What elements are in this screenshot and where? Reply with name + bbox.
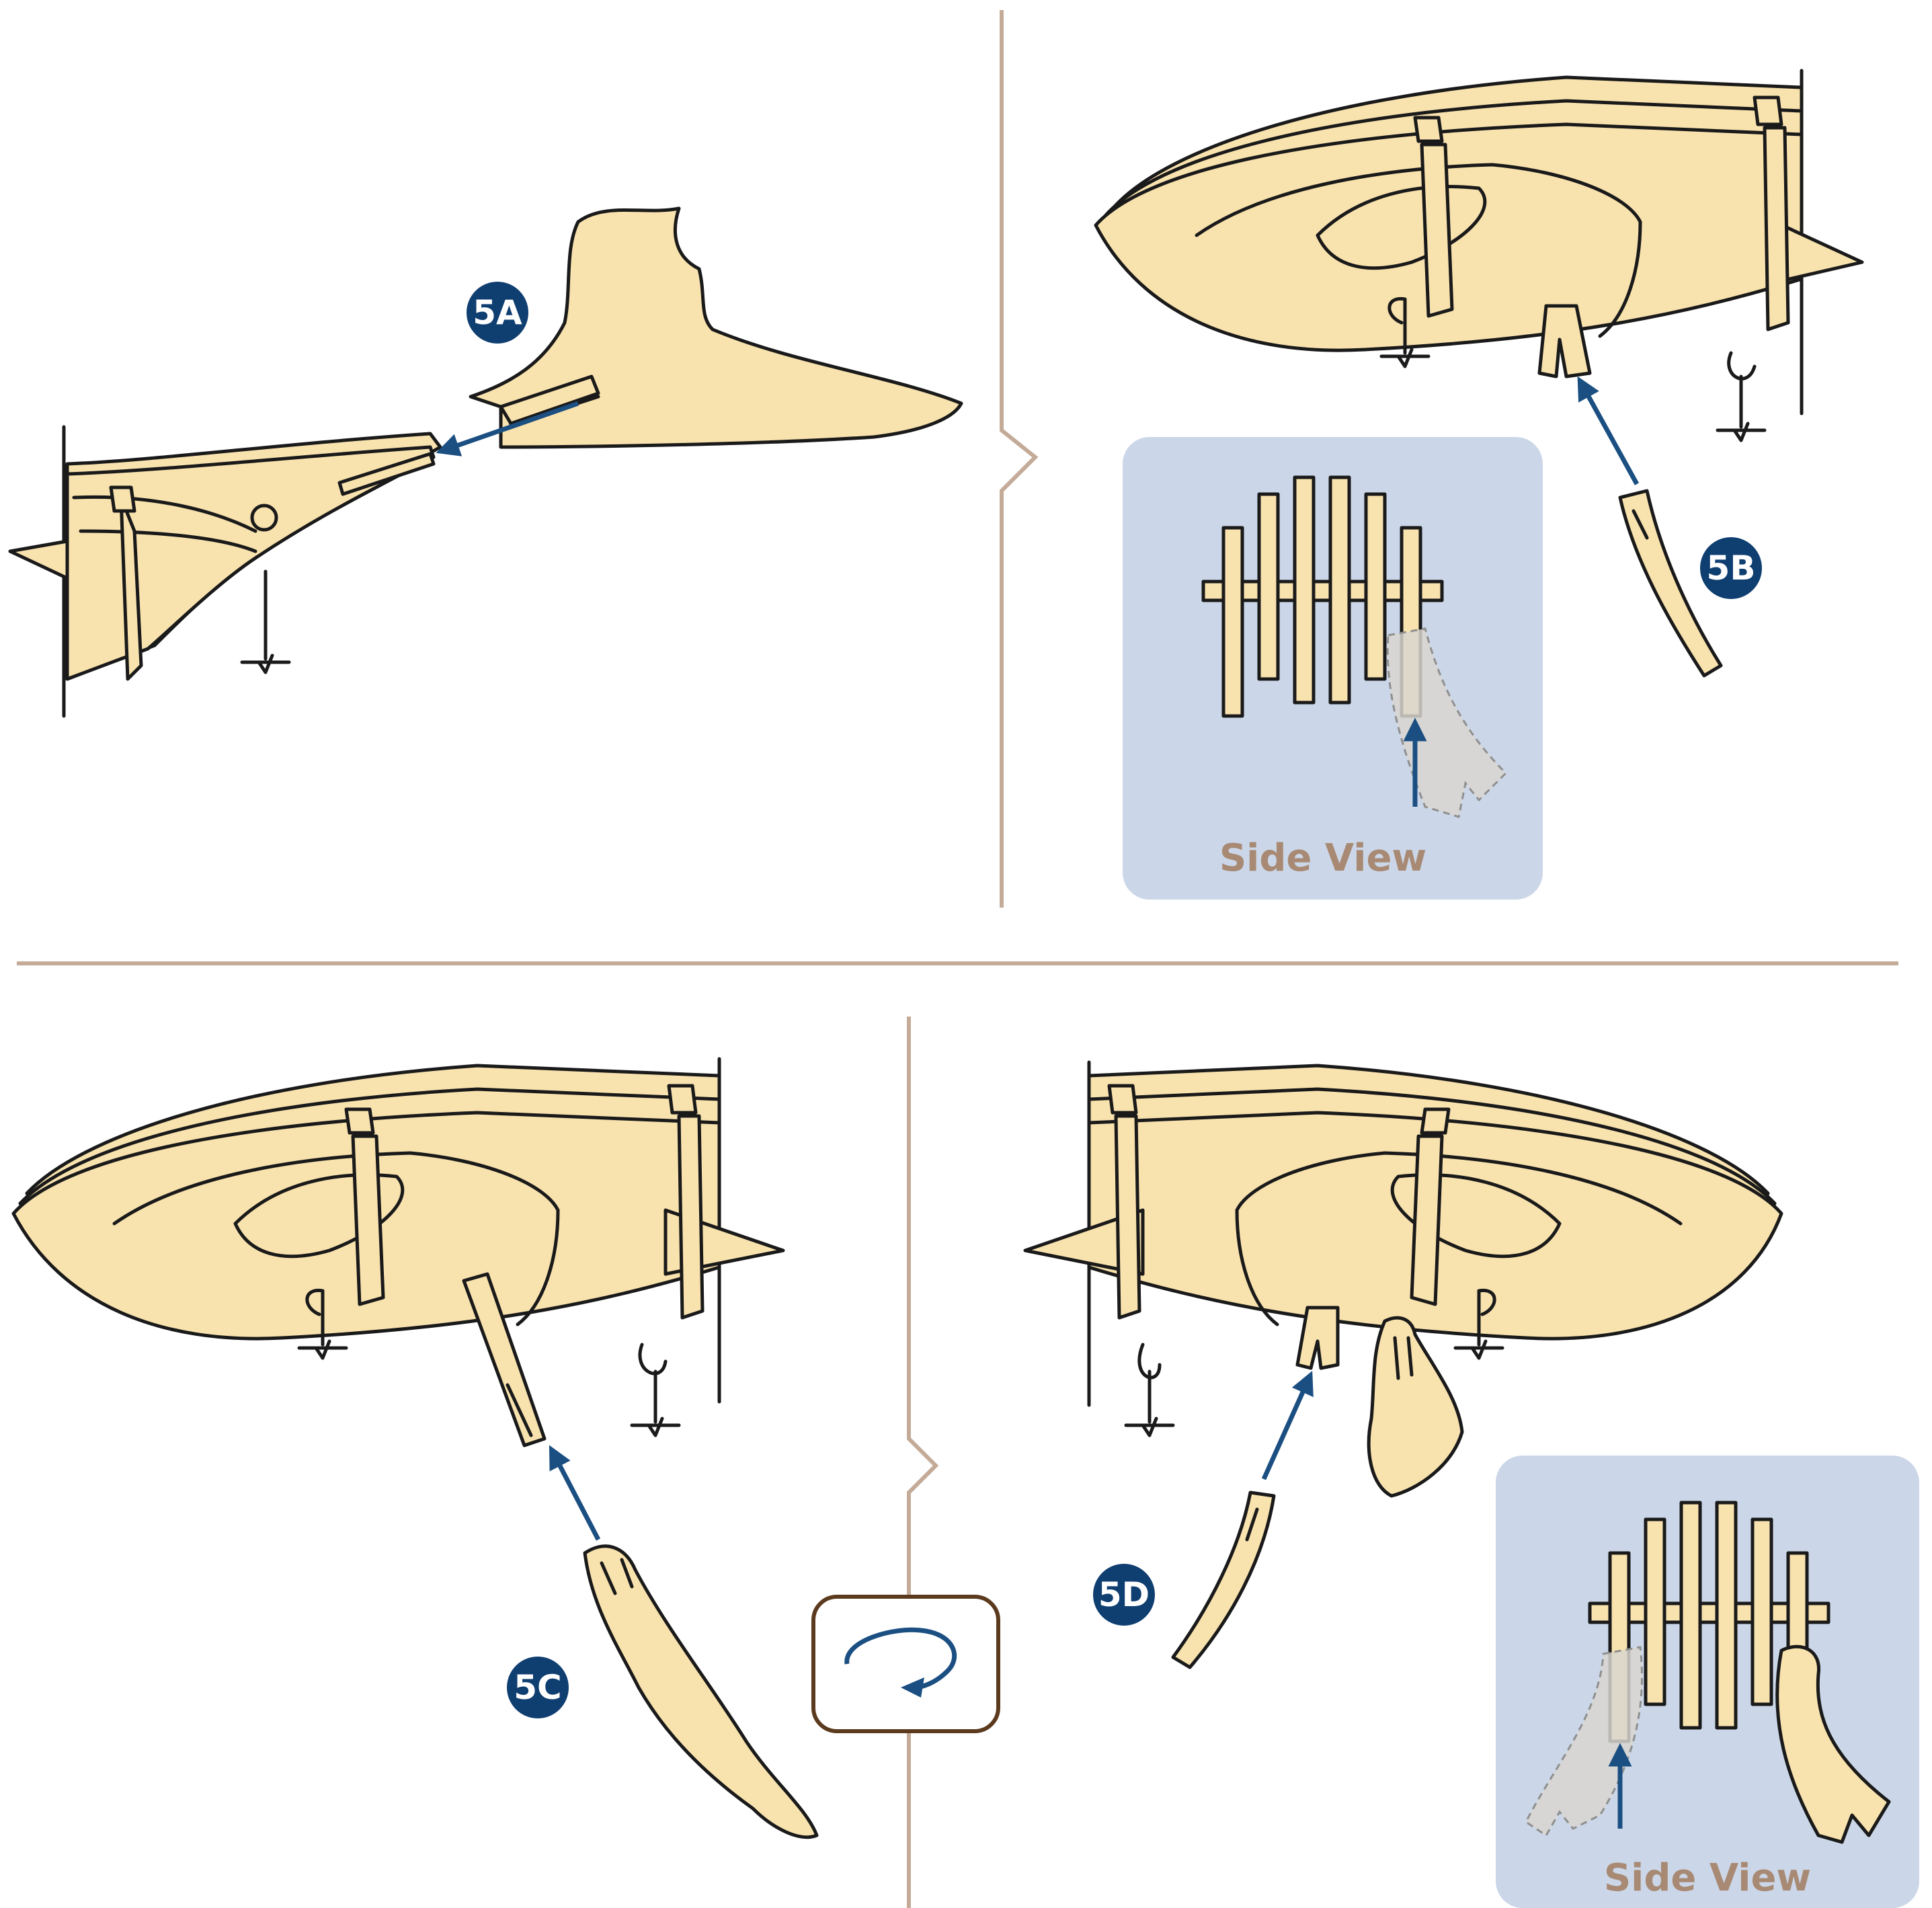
- panel-5c: 5C: [13, 1059, 998, 1837]
- svg-text:5B: 5B: [1707, 549, 1756, 588]
- step-badge-5b: 5B: [1700, 537, 1762, 599]
- mounting-hole: [252, 506, 276, 530]
- step-badge-5d: 5D: [1093, 1564, 1155, 1626]
- rib-support: [353, 1136, 383, 1304]
- arrow-5c: [555, 1456, 598, 1540]
- side-view-inset-bottom: Side View: [1496, 1456, 1919, 1908]
- flipper-paddle-attached: [1369, 1318, 1462, 1496]
- flipper-strut-5d: [1173, 1493, 1274, 1667]
- svg-text:5A: 5A: [473, 293, 522, 332]
- side-view-label: Side View: [1219, 836, 1426, 880]
- side-view-label: Side View: [1604, 1856, 1811, 1900]
- side-view-inset-top: Side View: [1123, 437, 1543, 900]
- panel-5a: 5A: [10, 208, 961, 716]
- flipper-paddle-5c: [585, 1546, 817, 1837]
- panel-5b: 5B Side View: [1096, 71, 1862, 900]
- arrow-5b: [1583, 387, 1637, 484]
- stand-rod: [242, 571, 289, 672]
- rib-support: [1412, 1136, 1442, 1304]
- rib-support: [1422, 145, 1452, 316]
- step-badge-5a: 5A: [467, 282, 528, 344]
- svg-text:5D: 5D: [1098, 1575, 1150, 1614]
- side-fin-fragment: [10, 541, 67, 578]
- panel-5d: 5D Side View: [1025, 1062, 1919, 1908]
- arrow-5d: [1264, 1382, 1307, 1479]
- svg-text:5C: 5C: [514, 1668, 561, 1707]
- rotate-box: [813, 1597, 998, 1731]
- step-badge-5c: 5C: [507, 1657, 569, 1718]
